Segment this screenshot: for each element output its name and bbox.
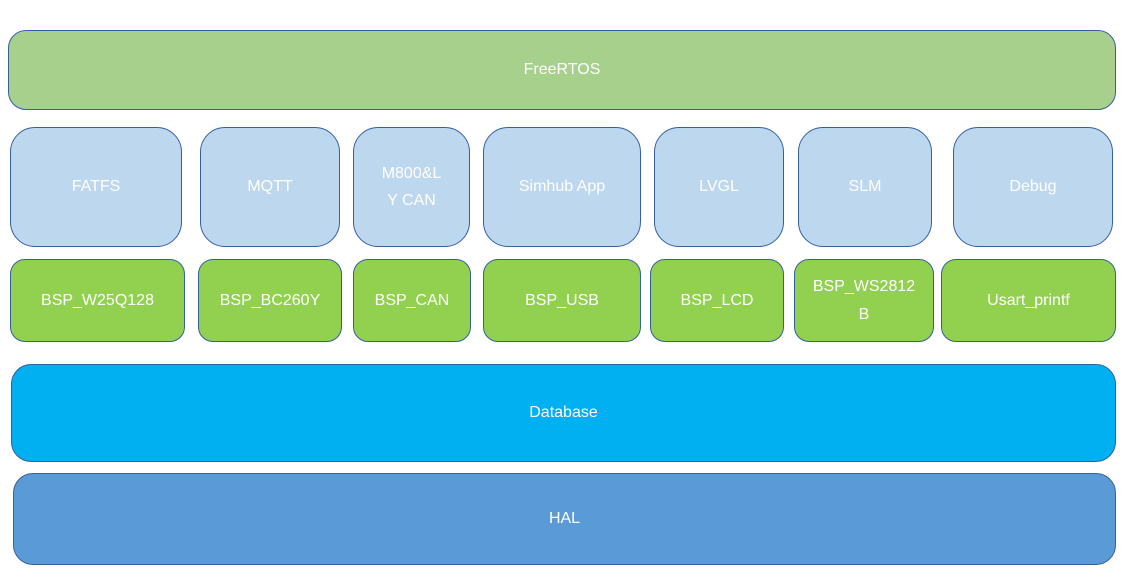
driver-box-bsp-can-label: BSP_CAN <box>374 291 450 309</box>
middleware-box-m800-ly-can: M800&LY CAN <box>353 127 470 247</box>
middleware-box-fatfs: FATFS <box>10 127 182 247</box>
middleware-box-lvgl: LVGL <box>654 127 784 247</box>
layer-freertos-label: FreeRTOS <box>523 61 601 79</box>
middleware-box-debug-label: Debug <box>1009 178 1057 196</box>
middleware-box-simhub-app-label: Simhub App <box>518 178 606 196</box>
layer-hal: HAL <box>13 473 1116 565</box>
driver-box-usart-printf: Usart_printf <box>941 259 1116 342</box>
middleware-box-slm: SLM <box>798 127 932 247</box>
middleware-box-lvgl-label: LVGL <box>699 178 739 196</box>
driver-box-bsp-usb-label: BSP_USB <box>525 291 599 309</box>
layer-database: Database <box>11 364 1116 462</box>
middleware-box-slm-label: SLM <box>848 178 882 196</box>
driver-box-bsp-ws2812b-label: BSP_WS2812B <box>812 278 916 323</box>
driver-box-bsp-usb: BSP_USB <box>483 259 641 342</box>
layer-database-label: Database <box>529 404 598 422</box>
driver-box-bsp-lcd-label: BSP_LCD <box>680 291 754 309</box>
driver-box-bsp-w25q128-label: BSP_W25Q128 <box>41 291 154 309</box>
driver-box-bsp-bc260y: BSP_BC260Y <box>198 259 342 342</box>
middleware-box-debug: Debug <box>953 127 1113 247</box>
middleware-box-simhub-app: Simhub App <box>483 127 641 247</box>
layer-freertos: FreeRTOS <box>8 30 1116 110</box>
middleware-box-fatfs-label: FATFS <box>71 178 121 196</box>
middleware-box-mqtt-label: MQTT <box>247 178 293 196</box>
driver-box-usart-printf-label: Usart_printf <box>987 291 1070 309</box>
driver-box-bsp-bc260y-label: BSP_BC260Y <box>219 291 321 309</box>
driver-box-bsp-w25q128: BSP_W25Q128 <box>10 259 185 342</box>
driver-box-bsp-lcd: BSP_LCD <box>650 259 784 342</box>
driver-box-bsp-ws2812b: BSP_WS2812B <box>794 259 934 342</box>
driver-box-bsp-can: BSP_CAN <box>353 259 471 342</box>
layer-hal-label: HAL <box>548 510 581 528</box>
middleware-box-mqtt: MQTT <box>200 127 340 247</box>
middleware-box-m800-ly-can-label: M800&LY CAN <box>381 164 442 209</box>
